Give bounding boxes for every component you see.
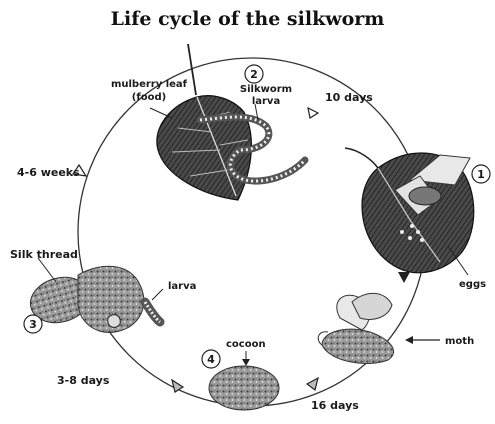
stage-badge-2: 2 (245, 65, 263, 83)
stage-badge-1: 1 (472, 165, 490, 183)
silk-thread-label: Silk thread (10, 248, 78, 261)
mulberry-leaf-pointer (150, 108, 172, 118)
stage-badge-4: 4 (202, 350, 220, 368)
mulberry-leaf-label-line2: (food) (132, 92, 166, 103)
larva-small-illustration (145, 302, 160, 322)
silkworm-larva-label-line1: Silkworm (240, 84, 292, 95)
cycle-arrow-bottom-right (307, 378, 318, 390)
stage-badge-3: 3 (24, 315, 42, 333)
cocoon-label: cocoon (226, 339, 266, 350)
svg-text:2: 2 (250, 68, 258, 81)
mulberry-leaf-label-line1: mulberry leaf (111, 79, 188, 90)
svg-text:4: 4 (207, 353, 215, 366)
cocoon-with-thread-illustration (25, 266, 144, 332)
egg-leaf-illustration (345, 148, 474, 273)
larva-label: larva (168, 281, 196, 292)
cocoon-pointer-head (242, 359, 250, 366)
cycle-arrow-top-right (308, 108, 318, 118)
silk-thread-pointer (38, 258, 56, 282)
svg-text:3: 3 (29, 318, 37, 331)
duration-16-days: 16 days (311, 399, 359, 412)
larva-pointer (152, 289, 163, 300)
moth-pointer-head (405, 336, 413, 344)
eggs-label: eggs (459, 279, 486, 290)
svg-text:1: 1 (477, 168, 485, 181)
cycle-arrow-bottom-left (172, 380, 183, 392)
silkworm-larva-label-line2: larva (252, 96, 280, 107)
moth-illustration (318, 293, 393, 363)
moth-label: moth (445, 336, 474, 347)
cycle-arrow-right (398, 272, 410, 283)
duration-4-6-weeks: 4-6 weeks (17, 166, 80, 179)
cocoon-illustration (209, 366, 279, 410)
duration-3-8-days: 3-8 days (57, 374, 110, 387)
duration-10-days: 10 days (325, 91, 373, 104)
